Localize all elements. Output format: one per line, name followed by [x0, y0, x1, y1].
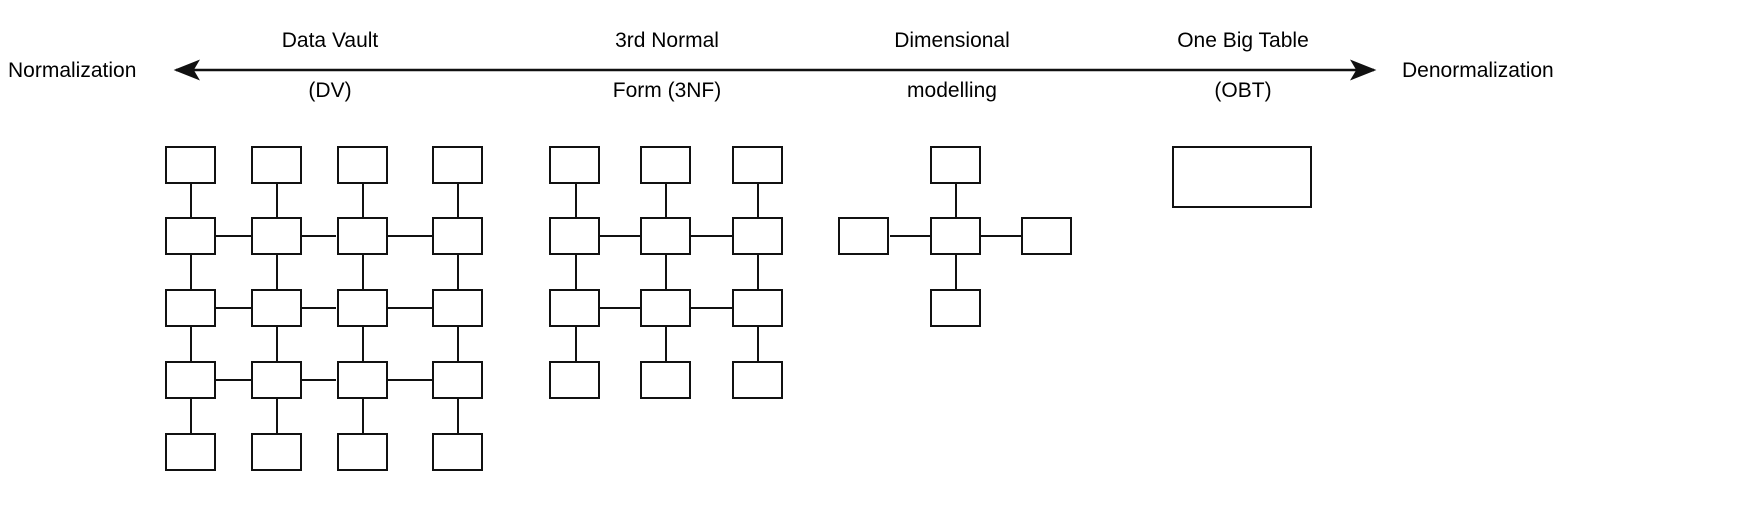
table-node[interactable]: [732, 361, 783, 399]
table-node[interactable]: [432, 289, 483, 327]
column-label-one-big-table: One Big Table (OBT): [1118, 3, 1368, 103]
column-label-third-normal-form: 3rd Normal Form (3NF): [542, 3, 792, 103]
column-label-line2: Form (3NF): [612, 79, 722, 102]
column-label-dimensional-modelling: Dimensional modelling: [827, 3, 1077, 103]
connector-vertical: [457, 183, 460, 227]
dimension-node-right[interactable]: [1021, 217, 1072, 255]
column-label-line2: modelling: [907, 79, 997, 102]
table-node[interactable]: [337, 433, 388, 471]
table-node[interactable]: [432, 361, 483, 399]
table-node[interactable]: [732, 289, 783, 327]
connector-vertical: [757, 183, 760, 227]
table-node[interactable]: [251, 361, 302, 399]
table-node[interactable]: [337, 217, 388, 255]
connector-vertical: [362, 255, 365, 299]
column-label-line1: Dimensional: [894, 29, 1010, 52]
table-node[interactable]: [549, 361, 600, 399]
connector-horizontal: [302, 235, 336, 238]
connector-horizontal: [690, 307, 732, 310]
table-node[interactable]: [549, 289, 600, 327]
connector-vertical: [665, 183, 668, 227]
connector-horizontal: [302, 307, 336, 310]
connector-vertical: [955, 255, 958, 299]
table-node[interactable]: [337, 361, 388, 399]
connector-vertical: [362, 399, 365, 443]
connector-horizontal: [388, 235, 432, 238]
connector-horizontal: [216, 307, 251, 310]
connector-vertical: [190, 183, 193, 227]
table-node[interactable]: [165, 361, 216, 399]
table-node[interactable]: [251, 289, 302, 327]
axis-label-normalization: Normalization: [8, 59, 137, 82]
table-node[interactable]: [640, 217, 691, 255]
connector-vertical: [457, 327, 460, 371]
column-label-line1: 3rd Normal: [615, 29, 719, 52]
connector-horizontal: [302, 379, 336, 382]
dimension-node-top[interactable]: [930, 146, 981, 184]
table-node[interactable]: [549, 217, 600, 255]
connector-vertical: [362, 183, 365, 227]
dimension-node-bottom[interactable]: [930, 289, 981, 327]
connector-horizontal: [980, 235, 1021, 238]
table-node[interactable]: [251, 146, 302, 184]
table-node[interactable]: [549, 146, 600, 184]
column-label-line2: (OBT): [1214, 79, 1272, 102]
table-node[interactable]: [251, 217, 302, 255]
connector-horizontal: [600, 235, 641, 238]
connector-vertical: [575, 183, 578, 227]
connector-horizontal: [388, 307, 432, 310]
connector-vertical: [276, 255, 279, 299]
table-node[interactable]: [337, 146, 388, 184]
connector-horizontal: [890, 235, 931, 238]
connector-vertical: [757, 255, 760, 299]
connector-vertical: [757, 327, 760, 371]
table-node[interactable]: [165, 289, 216, 327]
table-node[interactable]: [432, 217, 483, 255]
column-label-data-vault: Data Vault (DV): [205, 3, 455, 103]
table-node[interactable]: [165, 146, 216, 184]
connector-vertical: [276, 183, 279, 227]
axis-label-denormalization: Denormalization: [1402, 59, 1554, 82]
connector-vertical: [457, 255, 460, 299]
connector-horizontal: [690, 235, 732, 238]
table-node[interactable]: [251, 433, 302, 471]
connector-horizontal: [388, 379, 432, 382]
connector-vertical: [362, 327, 365, 371]
connector-vertical: [665, 255, 668, 299]
connector-vertical: [665, 327, 668, 371]
connector-horizontal: [216, 379, 251, 382]
table-node[interactable]: [432, 433, 483, 471]
table-node[interactable]: [640, 361, 691, 399]
connector-vertical: [190, 327, 193, 371]
connector-vertical: [190, 399, 193, 443]
connector-vertical: [276, 327, 279, 371]
one-big-table-node[interactable]: [1172, 146, 1312, 208]
table-node[interactable]: [165, 433, 216, 471]
fact-node-center[interactable]: [930, 217, 981, 255]
table-node[interactable]: [732, 146, 783, 184]
table-node[interactable]: [165, 217, 216, 255]
column-label-line2: (DV): [308, 79, 352, 102]
connector-vertical: [276, 399, 279, 443]
connector-horizontal: [600, 307, 641, 310]
table-node[interactable]: [432, 146, 483, 184]
column-label-line1: One Big Table: [1177, 29, 1309, 52]
connector-vertical: [955, 183, 958, 227]
column-label-line1: Data Vault: [281, 29, 379, 52]
dimension-node-left[interactable]: [838, 217, 889, 255]
connector-horizontal: [216, 235, 251, 238]
table-node[interactable]: [337, 289, 388, 327]
connector-vertical: [190, 255, 193, 299]
connector-vertical: [575, 255, 578, 299]
connector-vertical: [457, 399, 460, 443]
table-node[interactable]: [640, 146, 691, 184]
table-node[interactable]: [732, 217, 783, 255]
table-node[interactable]: [640, 289, 691, 327]
connector-vertical: [575, 327, 578, 371]
